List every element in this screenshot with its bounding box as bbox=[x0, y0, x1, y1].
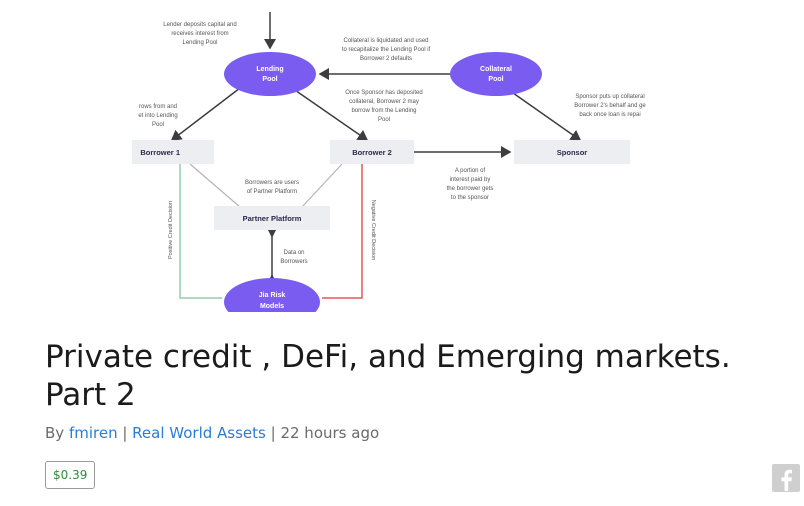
note-sponsor-deposit-3: borrow from the Lending bbox=[351, 108, 416, 114]
partner-platform-node bbox=[214, 206, 330, 230]
lending-pool-label-1: Lending bbox=[256, 66, 283, 73]
jia-risk-label-2: Models bbox=[260, 303, 284, 310]
note-lender-3: Lending Pool bbox=[182, 40, 217, 46]
payout-badge[interactable]: $0.39 bbox=[45, 461, 96, 489]
note-data-on-1: Data on bbox=[283, 250, 304, 256]
lending-pool-node bbox=[224, 52, 316, 96]
note-borrowers-users-2: of Partner Platform bbox=[247, 189, 297, 195]
note-sponsor-deposit-1: Once Sponsor has deposited bbox=[345, 90, 422, 96]
note-negative-decision: Negative Credit Decision bbox=[370, 200, 376, 261]
collateral-to-sponsor-arrow bbox=[505, 87, 582, 141]
note-sponsor-puts-2: Borrower 2's behalf and ge bbox=[574, 103, 646, 109]
borrower2-platform-line bbox=[301, 163, 343, 208]
note-sponsor-deposit-2: collateral, Borrower 2 may bbox=[349, 99, 419, 105]
flow-diagram: Lending Pool Collateral Pool Jia Risk Mo… bbox=[132, 12, 646, 312]
note-lender-2: receives interest from bbox=[171, 31, 228, 37]
note-sponsor-deposit-4: Pool bbox=[378, 117, 390, 123]
note-borrowers-users-1: Borrowers are users bbox=[245, 180, 299, 186]
borrower1-platform-line bbox=[189, 163, 241, 208]
lending-to-borrower2-arrow bbox=[291, 87, 369, 141]
diagram-notes: Lender deposits capital and receives int… bbox=[138, 22, 646, 265]
sponsor-node bbox=[514, 140, 630, 164]
collateral-pool-node bbox=[450, 52, 542, 96]
note-borrows-3: Pool bbox=[152, 122, 164, 128]
note-sponsor-puts-1: Sponsor puts up collateral bbox=[575, 94, 644, 100]
lending-to-borrower1-arrow bbox=[170, 87, 241, 141]
note-interest-2: interest paid by bbox=[450, 177, 491, 183]
partner-platform-label: Partner Platform bbox=[243, 214, 302, 223]
jia-risk-models-node bbox=[224, 278, 320, 312]
borrower-1-node bbox=[132, 140, 214, 164]
byline-separator-1: | bbox=[117, 424, 133, 442]
post-title[interactable]: Private credit , DeFi, and Emerging mark… bbox=[45, 339, 731, 413]
post-thumbnail[interactable]: Lending Pool Collateral Pool Jia Risk Mo… bbox=[132, 12, 668, 312]
borrower-1-label: Borrower 1 bbox=[140, 148, 180, 157]
note-lender-1: Lender deposits capital and bbox=[163, 22, 236, 28]
note-borrows-1: rows from and bbox=[139, 104, 177, 110]
note-positive-decision: Positive Credit Decision bbox=[168, 201, 174, 259]
positive-decision-line bbox=[179, 164, 222, 299]
note-sponsor-puts-3: back once loan is repai bbox=[579, 112, 640, 118]
note-data-on-2: Borrowers bbox=[280, 259, 307, 265]
note-interest-4: to the sponsor bbox=[451, 195, 489, 201]
note-interest-1: A portion of bbox=[455, 168, 486, 174]
note-borrows-2: et into Lending bbox=[138, 113, 177, 119]
byline-prefix: By bbox=[45, 424, 69, 442]
note-interest-3: the borrower gets bbox=[447, 186, 494, 192]
community-link[interactable]: Real World Assets bbox=[132, 424, 266, 442]
post-byline: By fmiren | Real World Assets | 22 hours… bbox=[45, 424, 379, 442]
collateral-pool-label-1: Collateral bbox=[480, 66, 512, 73]
author-link[interactable]: fmiren bbox=[68, 424, 118, 442]
facebook-icon bbox=[781, 469, 792, 491]
facebook-share-button[interactable] bbox=[772, 464, 800, 492]
borrower-2-label: Borrower 2 bbox=[352, 148, 392, 157]
collateral-pool-label-2: Pool bbox=[488, 76, 503, 83]
note-collateral-2: to recapitalize the Lending Pool if bbox=[342, 47, 431, 53]
jia-risk-label-1: Jia Risk bbox=[259, 292, 286, 299]
negative-decision-line bbox=[322, 164, 363, 299]
note-collateral-1: Collateral is liquidated and used bbox=[343, 38, 428, 44]
sponsor-label: Sponsor bbox=[557, 148, 587, 157]
borrower-2-node bbox=[330, 140, 414, 164]
byline-separator-2: | bbox=[265, 424, 281, 442]
post-timestamp: 22 hours ago bbox=[280, 424, 380, 442]
note-collateral-3: Borrower 2 defaults bbox=[360, 56, 412, 62]
lending-pool-label-2: Pool bbox=[262, 76, 277, 83]
